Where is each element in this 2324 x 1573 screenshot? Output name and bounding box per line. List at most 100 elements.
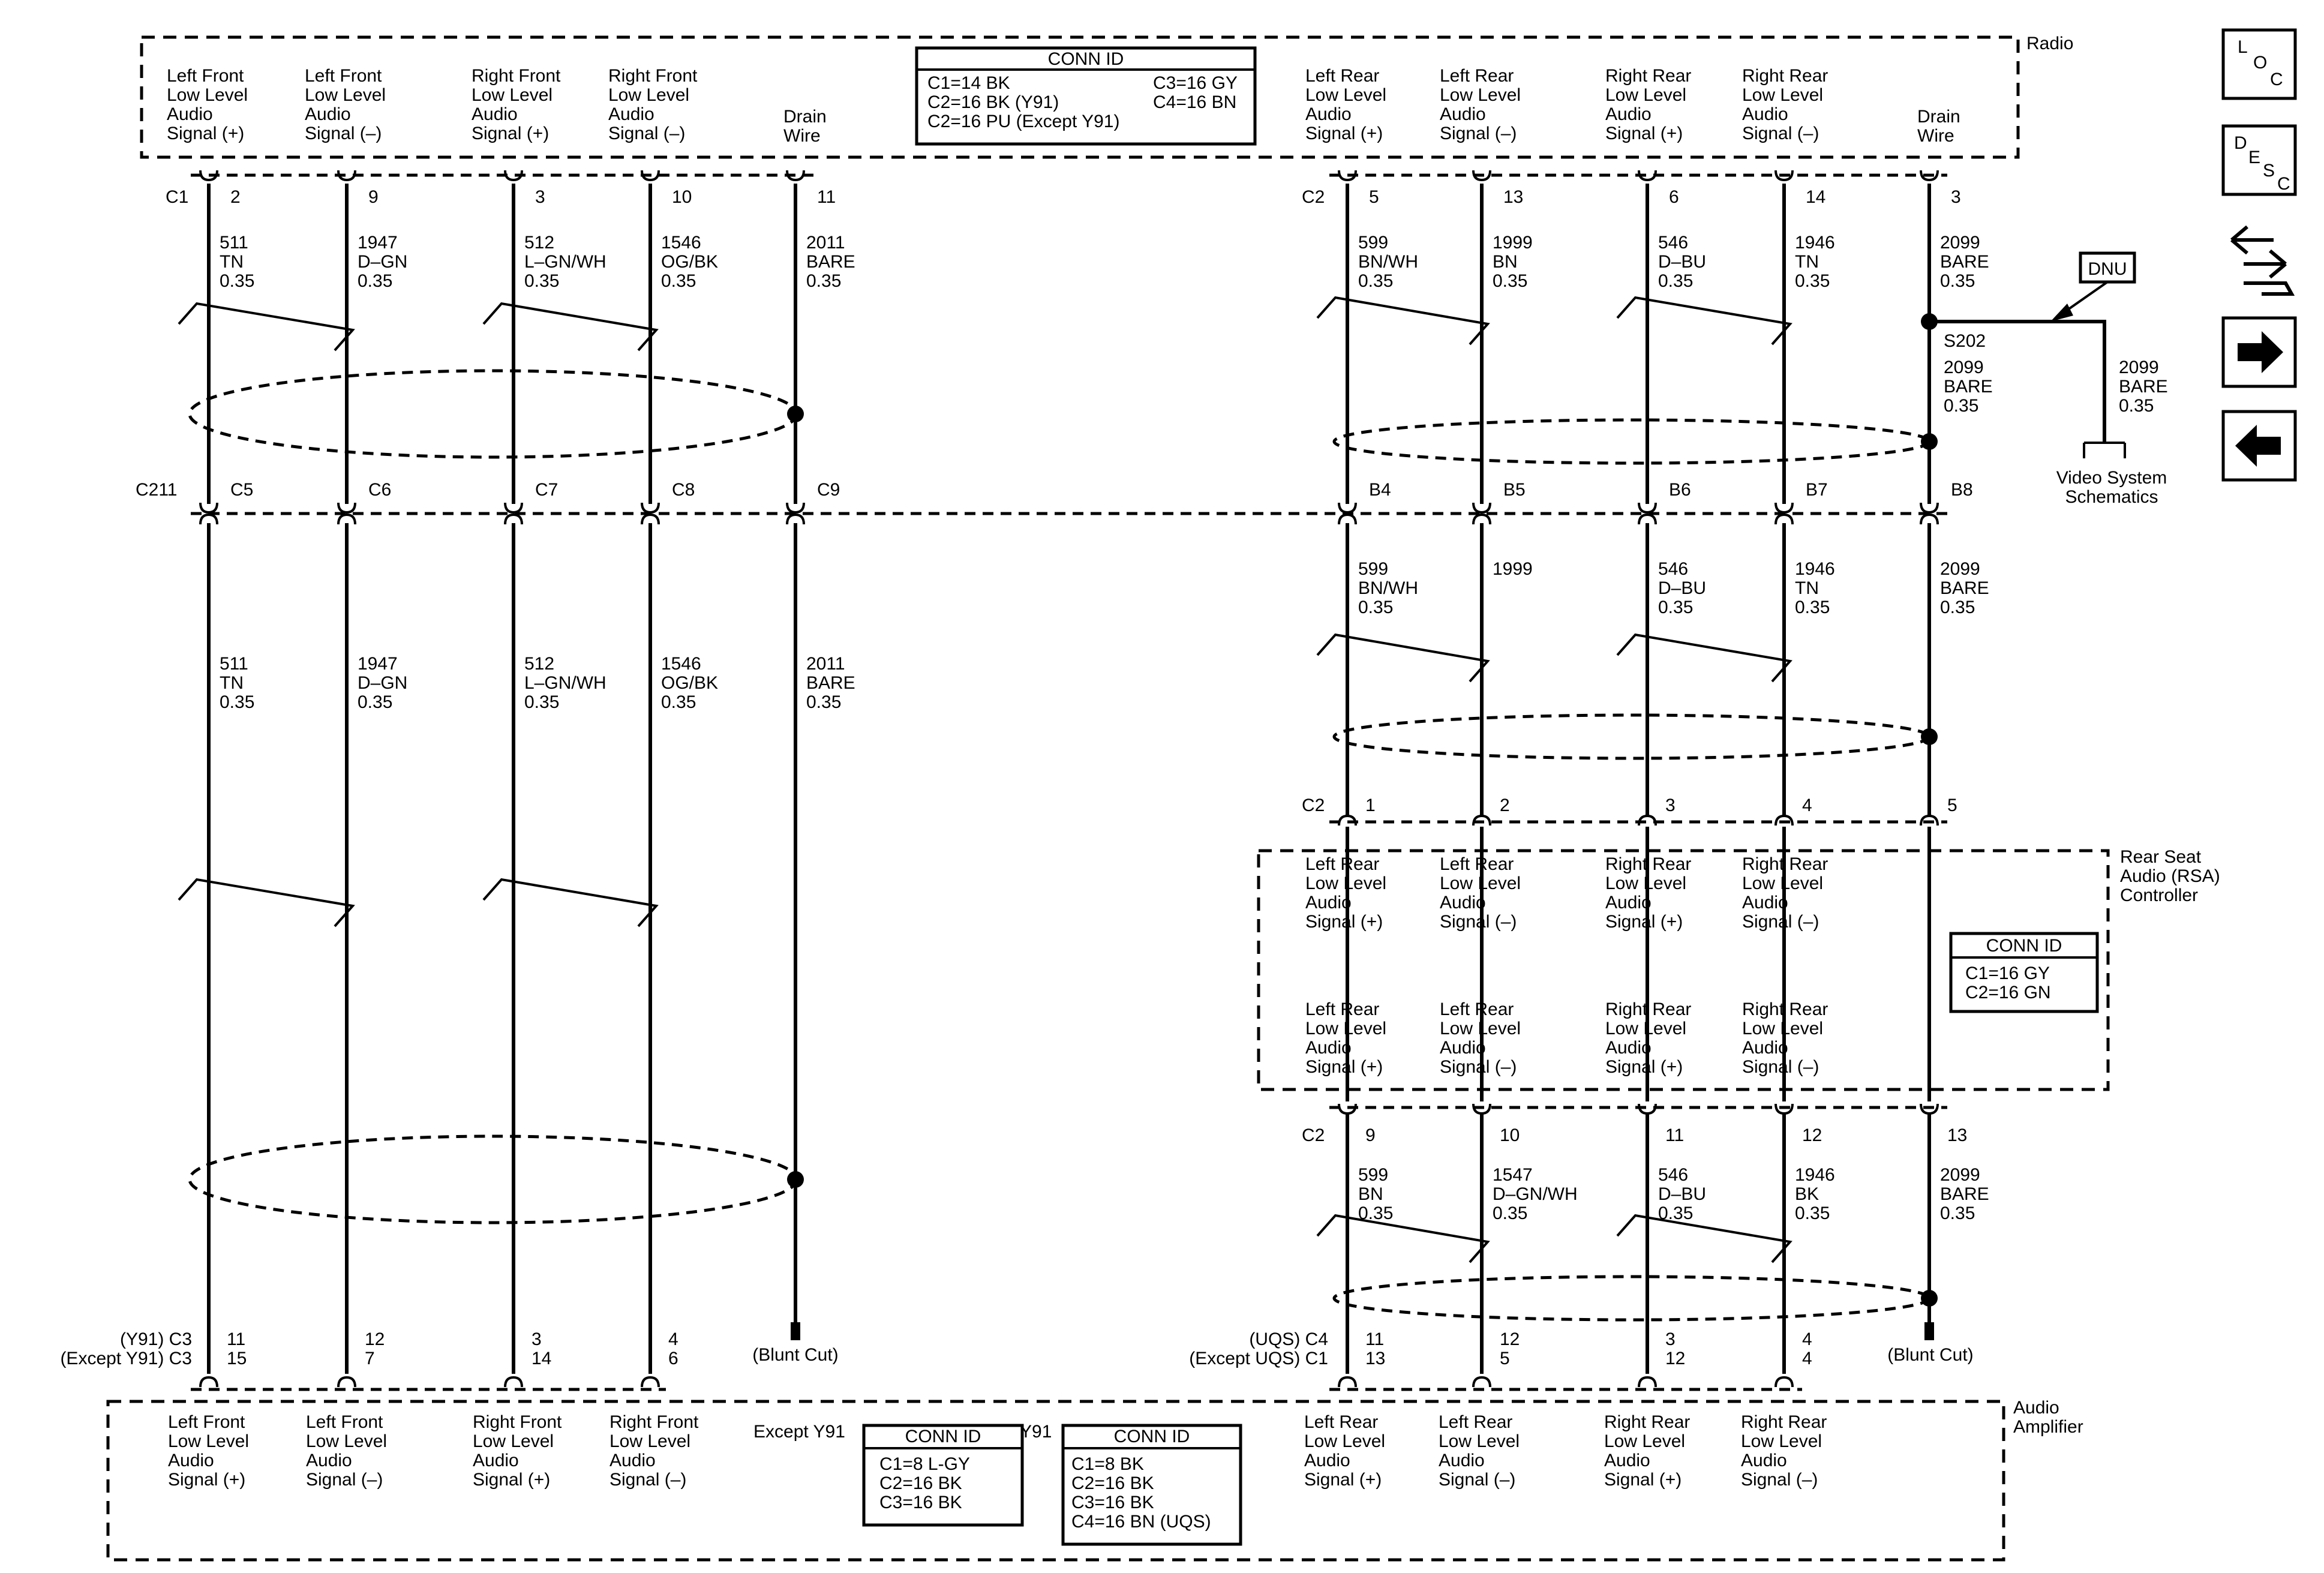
radio-pin-label: Drain (1917, 107, 1960, 127)
radio-pin-number: 9 (368, 187, 379, 207)
cable-shield (188, 1134, 798, 1224)
svg-text:0.35: 0.35 (1944, 396, 1978, 416)
rsa-pin-cup (1638, 1103, 1657, 1115)
amp-pin-label: Audio (1604, 1451, 1650, 1470)
svg-text:S: S (2263, 161, 2275, 181)
wire-spec: 1946 (1795, 559, 1835, 579)
amp-pin-label: Signal (–) (1439, 1470, 1515, 1490)
radio-pin-label: Left Rear (1305, 66, 1379, 86)
c211-cavity-bottom (1338, 513, 1357, 525)
rsa-pin-cup (1774, 814, 1794, 826)
wire-spec: 0.35 (524, 692, 559, 712)
svg-text:C2=16 PU (Except Y91): C2=16 PU (Except Y91) (927, 112, 1119, 131)
svg-text:S202: S202 (1944, 331, 1986, 351)
svg-text:L: L (2238, 37, 2248, 57)
wire-spec: 1947 (358, 233, 398, 253)
rsa-controller-label-1: Rear Seat (2120, 847, 2202, 867)
twisted-pair-marker (178, 878, 355, 927)
amp-pin-cup (337, 1376, 356, 1388)
previous-page-button[interactable] (2221, 410, 2297, 482)
rsa-pin-cup (1338, 1103, 1357, 1115)
radio-pin-cup (1920, 170, 1939, 182)
wire-spec: TN (1795, 578, 1819, 598)
amp-pin-number: 11 (1365, 1329, 1384, 1349)
amp-pin-label: Audio (1741, 1451, 1787, 1470)
wire-spec: 0.35 (1795, 598, 1830, 617)
rsa-pin-label: Signal (+) (1305, 912, 1383, 932)
next-page-button[interactable] (2221, 316, 2297, 388)
c211-cavity-label: C5 (230, 480, 253, 500)
radio-pin-label: Low Level (1305, 85, 1386, 105)
wire-spec: BN (1493, 252, 1518, 272)
wire-spec: BARE (806, 252, 855, 272)
dnu-tag: DNU (2050, 251, 2136, 322)
c211-cavity-bottom (504, 513, 523, 525)
desc-button[interactable]: D E S C (2221, 124, 2297, 196)
amp-pin-number: 12 (1500, 1329, 1520, 1349)
rsa-pin-label: Signal (–) (1440, 912, 1517, 932)
c211-cavity-top (1472, 502, 1491, 514)
svg-text:E: E (2248, 148, 2260, 167)
radio-pin-label: Left Front (167, 66, 244, 86)
loc-button[interactable]: L O C (2221, 28, 2297, 100)
svg-text:C1=8 L-GY: C1=8 L-GY (879, 1454, 970, 1474)
amp-pin-label: Audio (1439, 1451, 1485, 1470)
wire-spec: D–GN (358, 673, 407, 693)
video-system-label-2: Schematics (2065, 487, 2158, 507)
shield-drain-junction (1921, 728, 1938, 745)
rsa-pin-label: Audio (1605, 893, 1652, 912)
twisted-pair-marker (1316, 633, 1490, 683)
wire-spec: BN (1358, 1184, 1383, 1204)
rsa-pin-number: 3 (1665, 795, 1676, 815)
wire-spec: D–BU (1658, 1184, 1706, 1204)
svg-text:C2=16 BK: C2=16 BK (1071, 1473, 1154, 1493)
wire-spec: 0.35 (358, 271, 392, 291)
rsa-pin-cup (1338, 814, 1357, 826)
c211-cavity-top (1920, 502, 1939, 514)
amp-pin-number: 13 (1365, 1349, 1385, 1368)
wire-spec: 0.35 (1940, 598, 1975, 617)
wire-spec: BARE (1940, 578, 1989, 598)
audio-amplifier-label-1: Audio (2013, 1398, 2059, 1418)
radio-pin-label: Audio (608, 104, 654, 124)
radio-pin-label: Signal (+) (1605, 124, 1683, 143)
wire-spec: 1546 (661, 654, 701, 674)
amp-pin-number: 12 (365, 1329, 385, 1349)
radio-pin-label: Wire (1917, 126, 1954, 146)
rsa-pin-cup (1472, 1103, 1491, 1115)
wire-spec: L–GN/WH (524, 252, 606, 272)
radio-label: Radio (2026, 34, 2073, 53)
shield-drain-junction (787, 406, 804, 422)
svg-text:CONN ID: CONN ID (1114, 1427, 1190, 1446)
connector-view-icon[interactable] (2230, 225, 2295, 296)
rsa-pin-label: Audio (1742, 1038, 1788, 1058)
amp-pin-label: Signal (–) (1741, 1470, 1818, 1490)
amp-pin-number: 11 (227, 1329, 245, 1349)
radio-conn-id-box: CONN ID C1=14 BK C2=16 BK (Y91) C2=16 PU… (915, 46, 1257, 146)
rsa-pin-label: Audio (1742, 893, 1788, 912)
rsa-pin-number: 1 (1365, 795, 1376, 815)
amp-pin-number: 6 (668, 1349, 678, 1368)
radio-pin-label: Audio (167, 104, 213, 124)
wire-spec: 546 (1658, 559, 1688, 579)
amp-pin-label: Audio (1304, 1451, 1350, 1470)
wire-spec: 599 (1358, 233, 1388, 253)
amp-pin-label: Low Level (1604, 1431, 1685, 1451)
shields-layer (188, 369, 1938, 1322)
shield-drain-junction (1921, 433, 1938, 450)
twisted-pair-marker (178, 302, 355, 352)
rsa-pin-label: Left Rear (1305, 854, 1379, 874)
radio-pin-number: 6 (1669, 187, 1679, 207)
wire-spec: BK (1795, 1184, 1819, 1204)
c211-cavity-bottom (1774, 513, 1794, 525)
rsa-pin-number: 5 (1947, 795, 1957, 815)
radio-pin-label: Low Level (608, 85, 689, 105)
twisted-pair-marker (1316, 1214, 1490, 1263)
amp-pin-number: 14 (532, 1349, 551, 1368)
wire-spec: BARE (1940, 252, 1989, 272)
wire-spec: 0.35 (1493, 271, 1527, 291)
wire-spec: 0.35 (1358, 598, 1393, 617)
amp-pin-label: Audio (473, 1451, 519, 1470)
